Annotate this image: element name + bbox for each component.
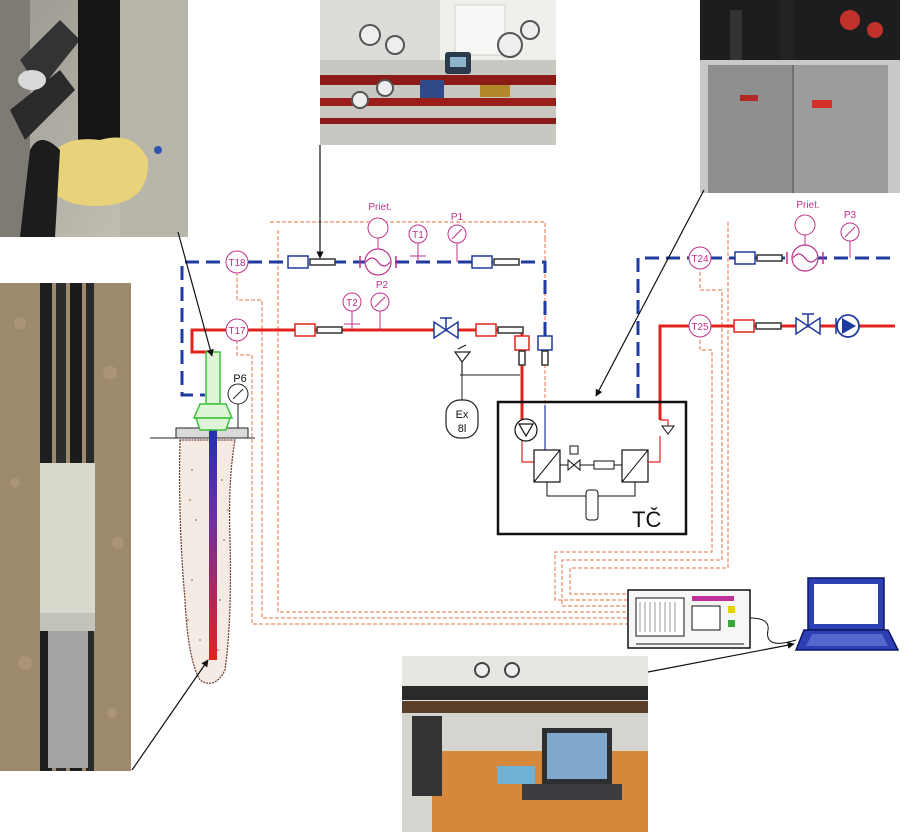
strainer-right [795, 313, 821, 336]
safety-valve [453, 344, 472, 375]
probe-pipes-photo [0, 283, 131, 771]
svg-text:8l: 8l [458, 423, 467, 435]
svg-text:P6: P6 [233, 373, 246, 385]
heat-pump-photo [700, 0, 900, 193]
signal-wiring [236, 221, 729, 625]
tank-connection [460, 365, 520, 400]
svg-text:Ex: Ex [456, 409, 469, 421]
temp-sensor-t25: T25 [688, 314, 712, 338]
data-logger [627, 589, 751, 649]
hot-line-fittings [294, 319, 782, 366]
pressure-gauge-p6: P6 [227, 373, 249, 428]
svg-text:T18: T18 [228, 258, 246, 269]
flow-meter-right-label: Priet. [796, 200, 819, 211]
temp-sensor-t24: T24 [688, 246, 712, 270]
expansion-tank: Ex 8l [445, 399, 479, 439]
svg-text:P3: P3 [844, 210, 857, 221]
flow-meter-left [359, 217, 397, 276]
svg-text:P2: P2 [376, 280, 389, 291]
heat-pump-unit: TČ [496, 400, 688, 536]
pressure-gauge-p3: P3 [840, 210, 860, 258]
laboratory-photo [402, 656, 648, 832]
heat-pump-label: TČ [632, 507, 661, 532]
flow-meter-left-label: Priet. [368, 202, 391, 213]
temp-probe-t1: T1 [408, 224, 428, 262]
temp-sensor-t17: T17 [225, 318, 249, 342]
svg-text:T2: T2 [346, 298, 358, 309]
svg-text:T1: T1 [412, 230, 424, 241]
pressure-gauge-p2: P2 [370, 280, 390, 330]
flow-meter-right [786, 214, 824, 272]
pressure-gauge-p1: P1 [447, 212, 467, 262]
usb-cable [749, 617, 797, 644]
svg-text:T25: T25 [691, 322, 709, 333]
circulation-pump-right [835, 314, 860, 338]
probe-head [192, 351, 234, 431]
laptop [794, 577, 900, 651]
temp-sensor-t18: T18 [225, 250, 249, 274]
svg-text:T24: T24 [691, 254, 709, 265]
callout-arrows [131, 145, 795, 771]
borehole [150, 427, 255, 684]
borehole-head-photo [0, 0, 188, 237]
svg-text:P1: P1 [451, 212, 464, 223]
cold-line-fittings [287, 251, 783, 269]
strainer-left [433, 317, 459, 340]
svg-text:T17: T17 [228, 326, 246, 337]
manifold-photo [320, 0, 556, 145]
temp-probe-t2: T2 [342, 292, 362, 330]
